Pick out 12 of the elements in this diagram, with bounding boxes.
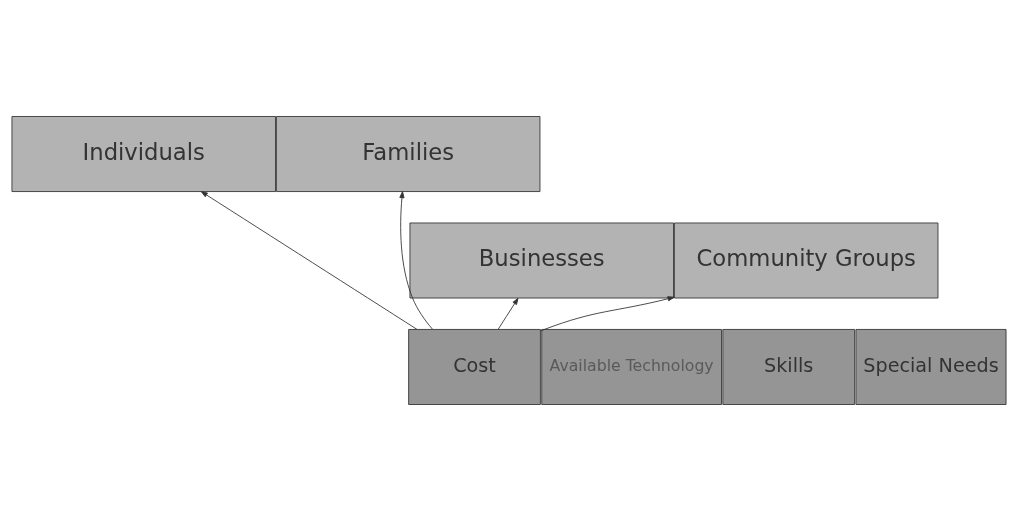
arrow [399,191,433,330]
arrow [200,191,418,330]
node-box: Available Technology [541,329,722,405]
node-box: Skills [722,329,856,405]
arrow [497,297,519,330]
node-box: Community Groups [673,222,939,299]
node-box: Businesses [409,222,674,299]
arrow [540,296,675,332]
node-box: Special Needs [855,329,1007,405]
node-box: Cost [408,329,541,405]
node-box: Individuals [11,116,276,192]
node-box: Families [275,116,541,192]
